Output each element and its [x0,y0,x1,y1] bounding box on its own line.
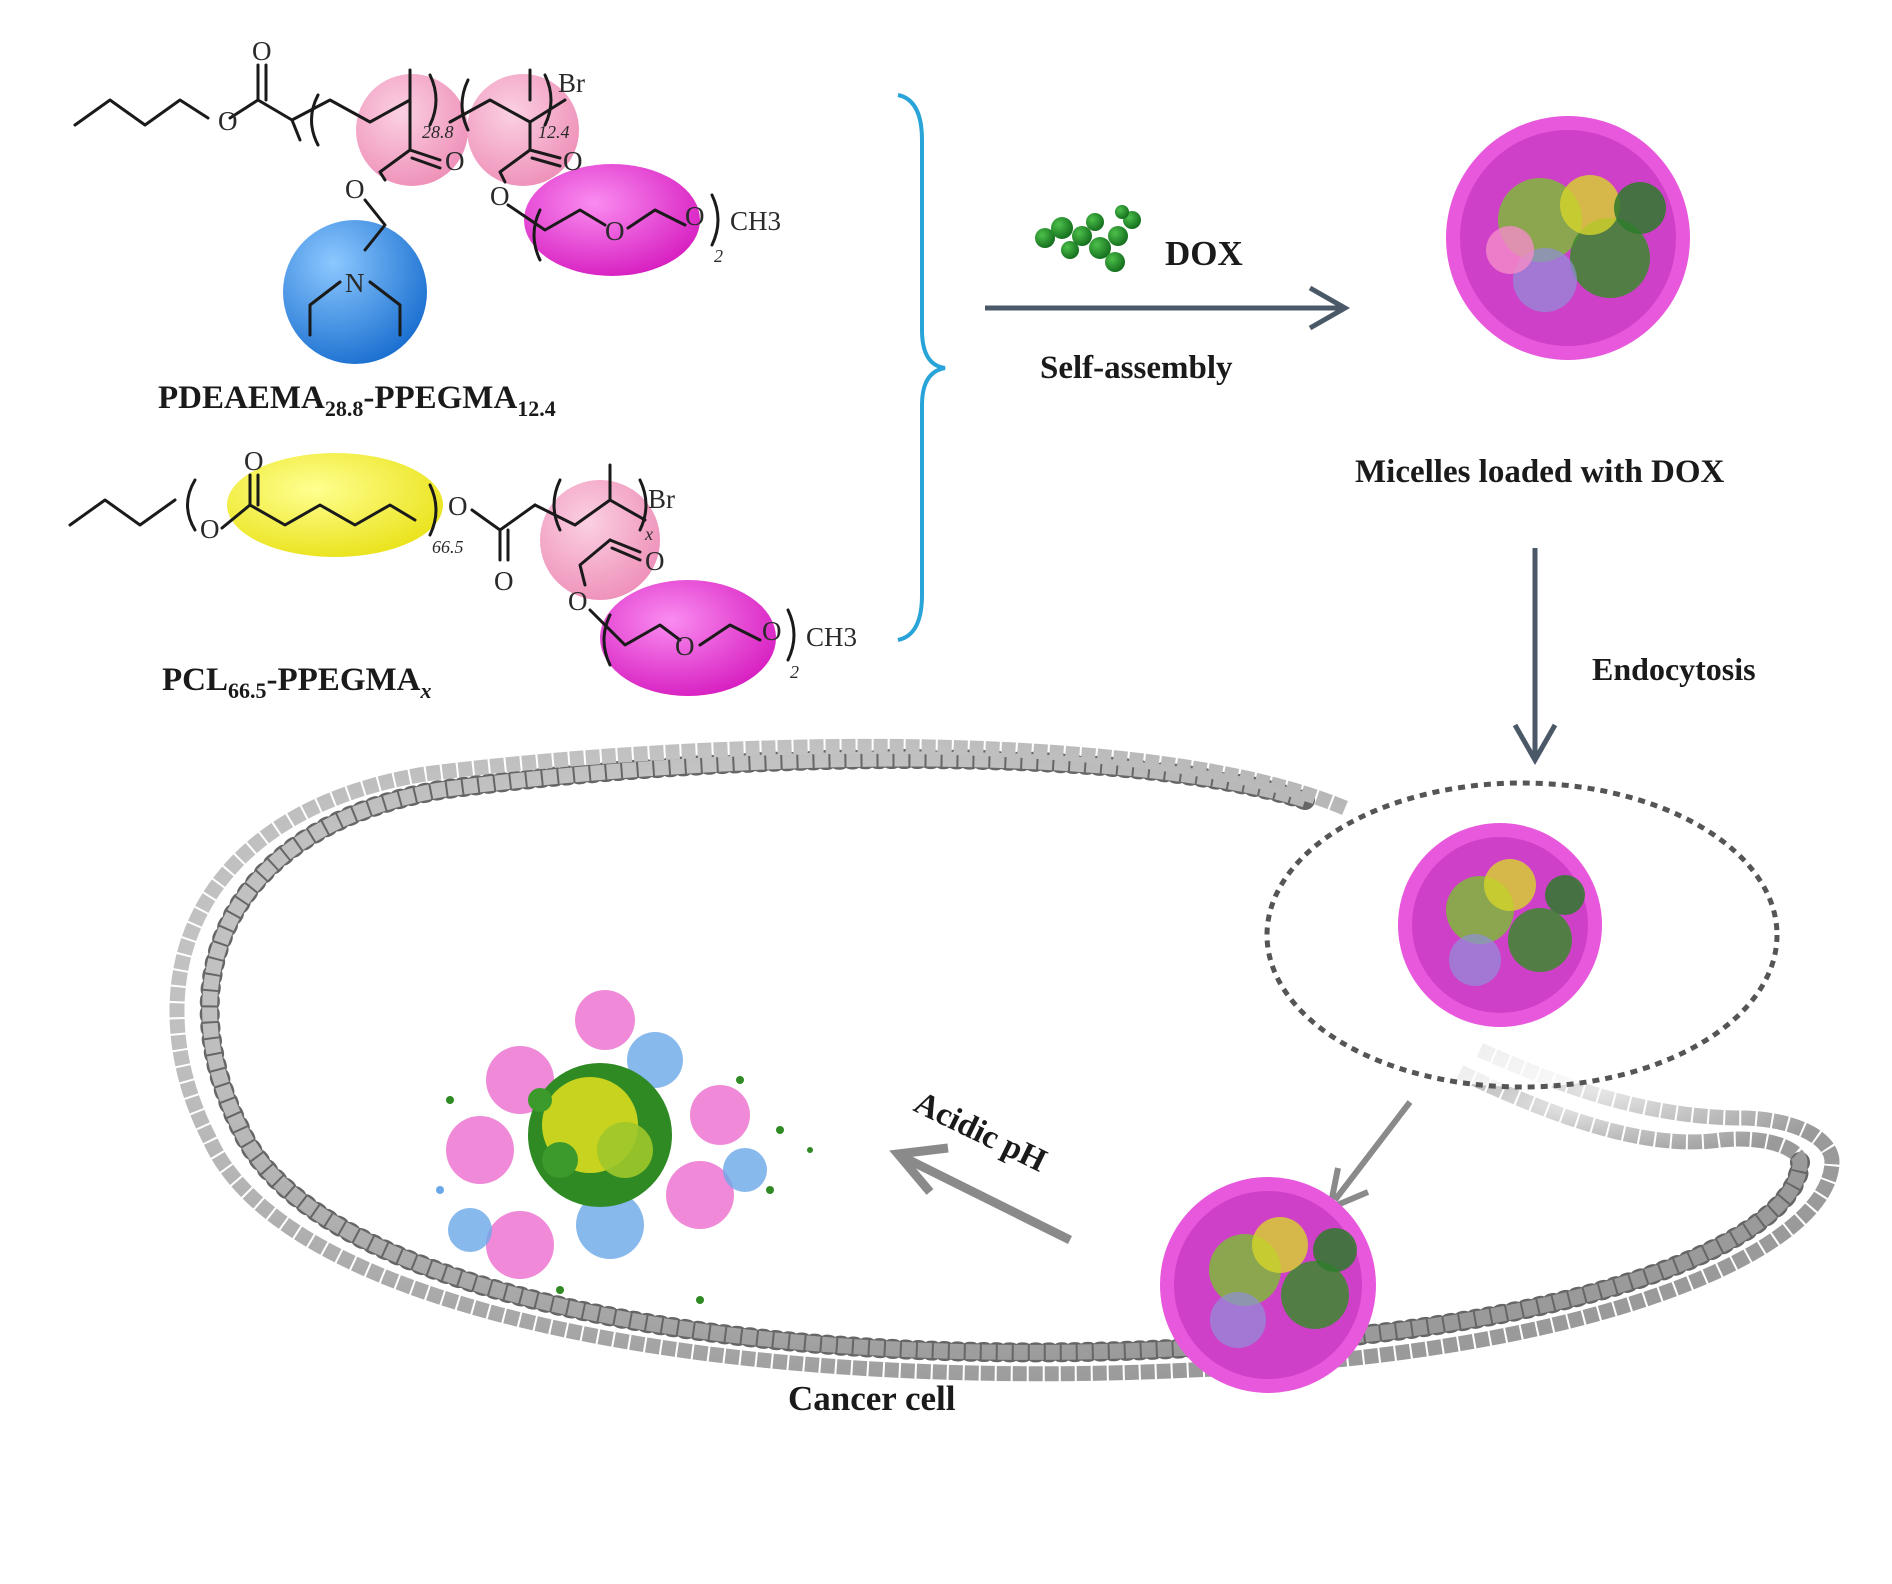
polymer-1-label: PDEAEMA28.8-PPEGMA12.4 [158,380,556,421]
dox-molecules [1035,205,1141,272]
cell-membrane-outer [169,738,1840,1382]
subscript-2-b: 2 [790,662,799,682]
atom-o-peg1: O [605,216,625,246]
atom-ch3-2: CH3 [806,622,857,652]
cell-membrane-heads-inner [202,751,1808,1360]
disassembled-micelle [436,990,813,1304]
subscript-x: x [644,524,653,544]
atom-o-peg2: O [685,201,705,231]
acidic-ph-arrow [902,1153,1073,1245]
polymer-2-structure: O O 66.5 O O x Br O O O O 2 CH3 [68,446,857,696]
internalized-micelle [1160,1177,1376,1393]
atom-o-peg3: O [675,631,695,661]
peg-side-chain-highlight-2 [600,580,776,696]
self-assembly-label: Self-assembly [1040,350,1233,386]
atom-o-pcl-carbonyl: O [244,446,264,476]
loaded-micelle [1446,116,1690,360]
atom-o-c2: O [563,146,583,176]
atom-br-1: Br [558,68,585,98]
grouping-bracket [897,93,946,642]
subscript-12-4: 12.4 [538,122,570,142]
polymer-1-structure: O O 28.8 O O N 12.4 Br O O O [73,36,781,364]
endocytic-pocket-membrane-outer [1476,1043,1840,1163]
acidic-ph-label: Acidic pH [908,1085,1052,1180]
atom-o-pcl3: O [494,566,514,596]
ppegma-backbone-highlight-2 [540,480,660,600]
subscript-66-5: 66.5 [432,537,464,557]
subscript-28-8: 28.8 [422,122,454,142]
endocytic-pocket-membrane [1456,1065,1808,1164]
atom-o-s2: O [490,181,510,211]
peg-side-chain-highlight [524,164,700,276]
endocytosis-label: Endocytosis [1592,651,1756,687]
atom-o-peg4: O [762,616,782,646]
atom-o-s3: O [568,586,588,616]
internalization-arrow [1332,1100,1413,1202]
atom-o-ester: O [218,106,238,136]
atom-br-2: Br [648,484,675,514]
diethylamine-group-highlight [283,220,427,364]
endocytosis-arrowhead [1512,723,1558,766]
atom-o-pcl1: O [200,514,220,544]
pcl-segment-highlight [227,453,443,557]
dox-label: DOX [1165,234,1243,273]
atom-o-c3: O [645,546,665,576]
micelle-in-vesicle [1398,823,1602,1027]
atom-o-s1: O [345,174,365,204]
atom-n: N [345,268,365,298]
atom-ch3-1: CH3 [730,206,781,236]
atom-o-pcl2: O [448,491,468,521]
polymer-2-label: PCL66.5-PPEGMAx [162,662,431,703]
cancer-cell-label: Cancer cell [788,1379,956,1418]
acidic-ph-arrowhead [889,1143,949,1195]
self-assembly-arrowhead [1308,285,1351,331]
pdeaema-segment-highlight [356,74,468,186]
atom-o-c1: O [445,146,465,176]
subscript-2-a: 2 [714,246,723,266]
micelles-label: Micelles loaded with DOX [1355,454,1725,490]
atom-o-carbonyl: O [252,36,272,66]
